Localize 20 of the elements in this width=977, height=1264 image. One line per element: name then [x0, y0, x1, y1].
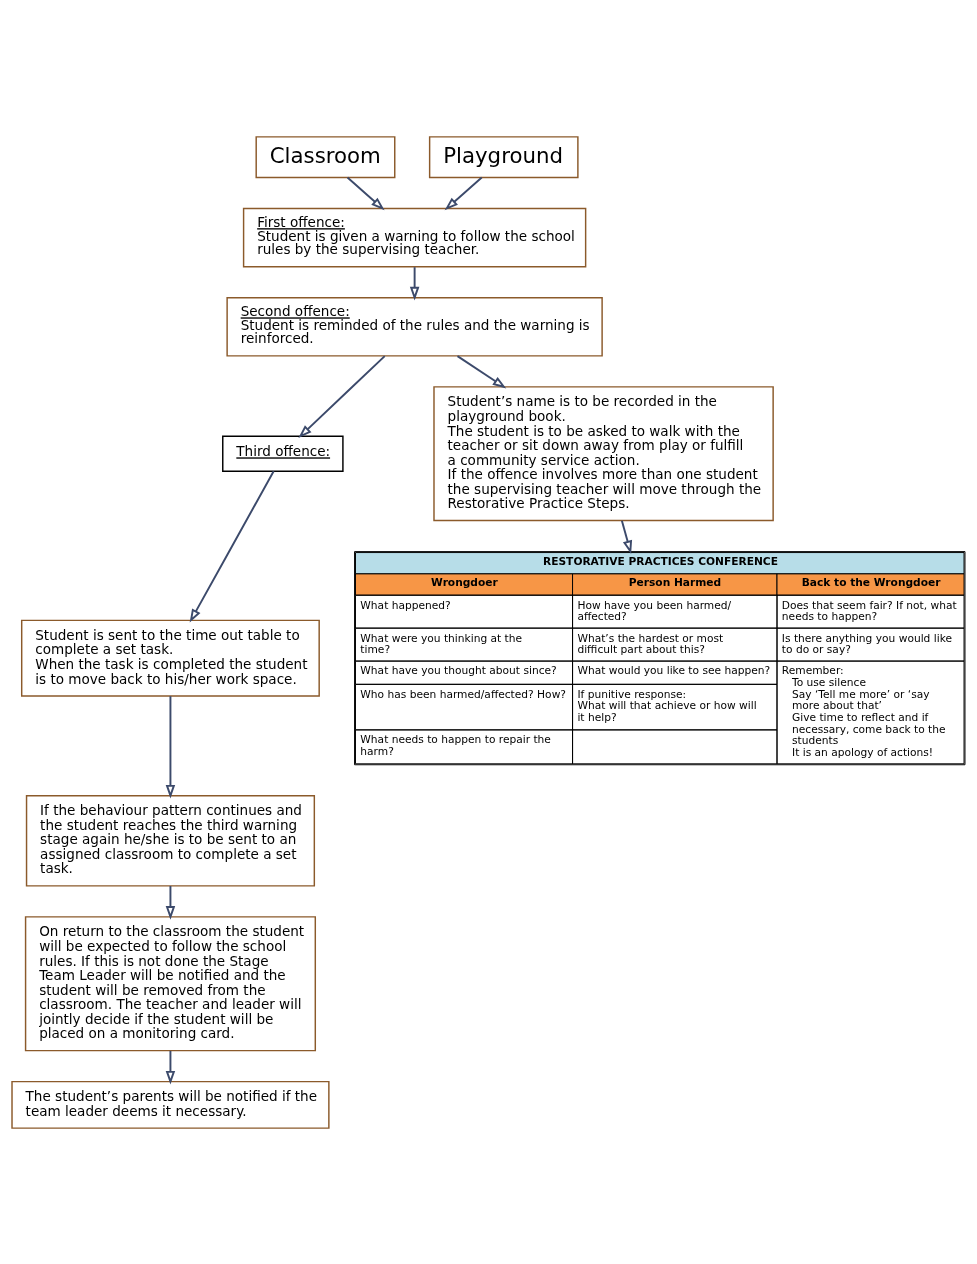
node-box: Second offence: Student is reminded of the rules and the warning is reinforced.	[226, 296, 603, 357]
node-box: Third offence:	[222, 435, 344, 472]
node-box: Student is sent to the time out table to complete a set task. When the task is completed the student is to move back to his/her work space.	[20, 619, 320, 697]
arrow	[456, 354, 507, 388]
arrow	[165, 694, 176, 798]
node-box: If the behaviour pattern continues and the student reaches the third warning stage again he/she is to be sent to an assigned classroom to complete a set task.	[25, 794, 316, 887]
node-box: The student’s parents will be notified if the team leader deems it necessary.	[11, 1080, 330, 1129]
node-box: On return to the classroom the student will be expected to follow the school rules. If this is not done the Stage Team Leader will be notified and the student will be removed from the classroom. The teacher and leader will jointly decide if the student will be placed on a monitoring card.	[24, 915, 317, 1051]
arrow	[620, 519, 633, 554]
arrow	[165, 884, 176, 920]
arrow	[346, 176, 385, 210]
arrow	[298, 354, 386, 438]
node-box: First offence: Student is given a warning to follow the school rules by the supervising teacher.	[242, 207, 587, 267]
arrow	[444, 176, 483, 210]
node-box: Classroom	[255, 135, 396, 178]
arrow	[409, 265, 420, 300]
arrow	[189, 469, 275, 623]
arrow	[165, 1049, 176, 1084]
node-box: Playground	[428, 135, 579, 178]
node-box: Student’s name is to be recorded in the playground book. The student is to be asked to walk with the teacher or sit down away from play or fulfill a community service action. If the offence involves more than one student the supervising teacher will move through the Restorative Practice Steps.	[433, 385, 774, 521]
